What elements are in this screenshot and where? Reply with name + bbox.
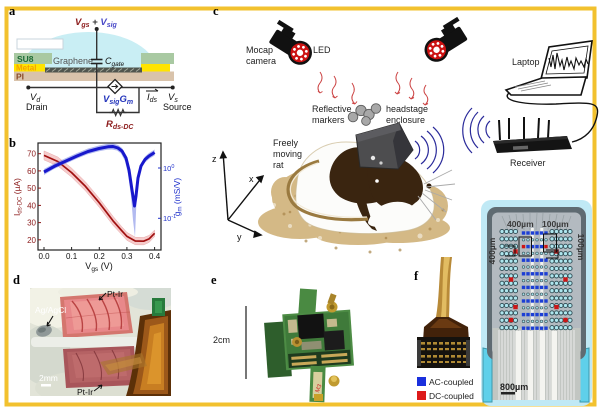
svg-text:Mocap: Mocap [246, 45, 273, 55]
svg-text:0.1: 0.1 [66, 252, 78, 261]
svg-text:400µm: 400µm [487, 237, 497, 264]
svg-text:40: 40 [27, 201, 36, 210]
svg-text:2cm: 2cm [213, 335, 230, 345]
svg-text:markers: markers [312, 115, 345, 125]
svg-text:Vgs (V): Vgs (V) [85, 261, 112, 273]
svg-text:VsigGm: VsigGm [103, 94, 133, 106]
svg-text:400µm: 400µm [507, 219, 534, 229]
svg-text:camera: camera [246, 56, 276, 66]
svg-text:Freely: Freely [273, 138, 299, 148]
svg-text:0.0: 0.0 [38, 252, 50, 261]
svg-text:Graphene: Graphene [53, 56, 93, 66]
svg-text:Source: Source [163, 102, 192, 112]
svg-text:100µm: 100µm [576, 234, 586, 261]
svg-text:70: 70 [27, 150, 36, 159]
svg-text:Ids-DC (µA): Ids-DC (µA) [12, 178, 24, 216]
svg-text:100: 100 [163, 164, 174, 173]
svg-text:moving: moving [273, 149, 302, 159]
svg-text:Reflective: Reflective [312, 104, 352, 114]
svg-text:20: 20 [27, 236, 36, 245]
svg-text:LED: LED [313, 45, 331, 55]
svg-text:y: y [237, 232, 242, 242]
svg-text:SU8: SU8 [17, 54, 34, 64]
svg-text:Ids: Ids [147, 92, 158, 104]
svg-text:enclosure: enclosure [386, 115, 425, 125]
svg-text:PI: PI [16, 72, 24, 82]
svg-text:0.3: 0.3 [121, 252, 133, 261]
svg-text:50: 50 [27, 184, 36, 193]
svg-text:z: z [212, 154, 217, 164]
svg-text:M3: M3 [315, 383, 324, 394]
svg-text:Rds-DC: Rds-DC [106, 119, 134, 131]
svg-text:gm (mS/V): gm (mS/V) [172, 178, 184, 217]
svg-text:Metal: Metal [16, 64, 36, 73]
svg-text:Pt-Ir: Pt-Ir [77, 387, 93, 397]
svg-text:30: 30 [27, 219, 36, 228]
svg-text:2mm: 2mm [39, 373, 58, 383]
svg-text:Receiver: Receiver [510, 158, 546, 168]
svg-text:Pt-Ir: Pt-Ir [107, 289, 123, 299]
svg-text:60: 60 [27, 167, 36, 176]
svg-text:800µm: 800µm [500, 382, 528, 392]
svg-text:Ag/AgCl: Ag/AgCl [35, 305, 66, 315]
svg-text:Laptop: Laptop [512, 57, 540, 67]
svg-text:Drain: Drain [26, 102, 48, 112]
svg-text:rat: rat [273, 160, 284, 170]
svg-text:0.4: 0.4 [149, 252, 161, 261]
svg-text:Vd: Vd [30, 92, 41, 104]
svg-text:100µm: 100µm [542, 219, 569, 229]
svg-text:x: x [249, 174, 254, 184]
svg-text:DC-coupled: DC-coupled [429, 391, 474, 401]
svg-text:Vs: Vs [168, 92, 178, 104]
svg-text:10-1: 10-1 [163, 214, 176, 223]
svg-text:AC-coupled: AC-coupled [429, 377, 474, 387]
svg-text:Vgs + Vsig: Vgs + Vsig [75, 17, 118, 29]
svg-text:headstage: headstage [386, 104, 428, 114]
svg-text:0.2: 0.2 [94, 252, 106, 261]
